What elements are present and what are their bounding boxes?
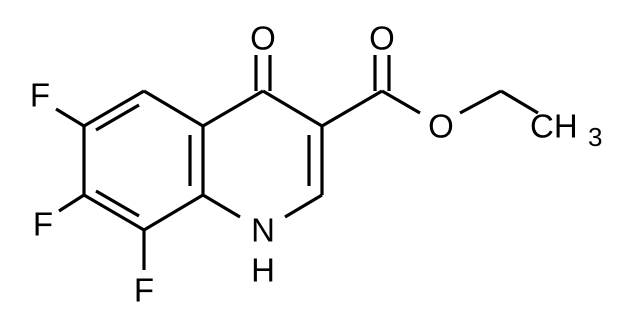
- bond-c8-c8a: [143, 193, 204, 232]
- bond-c3-ester-c: [321, 89, 383, 128]
- bond-c5-c6-inner: [95, 103, 140, 132]
- methyl-group-label: CH: [530, 108, 578, 145]
- bond-c7-c8: [83, 193, 145, 232]
- bond-layer: [55, 55, 539, 270]
- bond-c4a-c5: [143, 89, 204, 128]
- fluorine-7-label: F: [33, 206, 53, 243]
- bond-ester-c-o: [381, 89, 421, 115]
- ester-oxygen-label: O: [428, 108, 454, 145]
- nitrogen-label: N: [251, 212, 275, 249]
- bond-c4a-c4: [202, 89, 264, 128]
- bond-n1-c8a: [202, 193, 241, 219]
- bond-c7-c8-inner: [95, 189, 140, 218]
- atom-label-layer: O O O F F F N H CH 3: [30, 20, 603, 309]
- methyl-subscript-label: 3: [588, 122, 602, 152]
- bond-c7-f7: [58, 193, 85, 213]
- bond-o-ethyl-ch2: [459, 89, 502, 115]
- fluorine-6-label: F: [30, 77, 50, 114]
- fluorine-8-label: F: [134, 272, 154, 309]
- oxo-oxygen-label: O: [250, 20, 276, 57]
- bond-c2-n1: [284, 193, 323, 219]
- bond-c5-c6: [83, 89, 145, 128]
- bond-c6-f6: [55, 107, 85, 128]
- ester-carbonyl-oxygen-label: O: [369, 20, 395, 57]
- bond-c4-c3: [262, 89, 323, 128]
- bond-ch2-ch3: [500, 89, 539, 115]
- nh-hydrogen-label: H: [251, 252, 275, 289]
